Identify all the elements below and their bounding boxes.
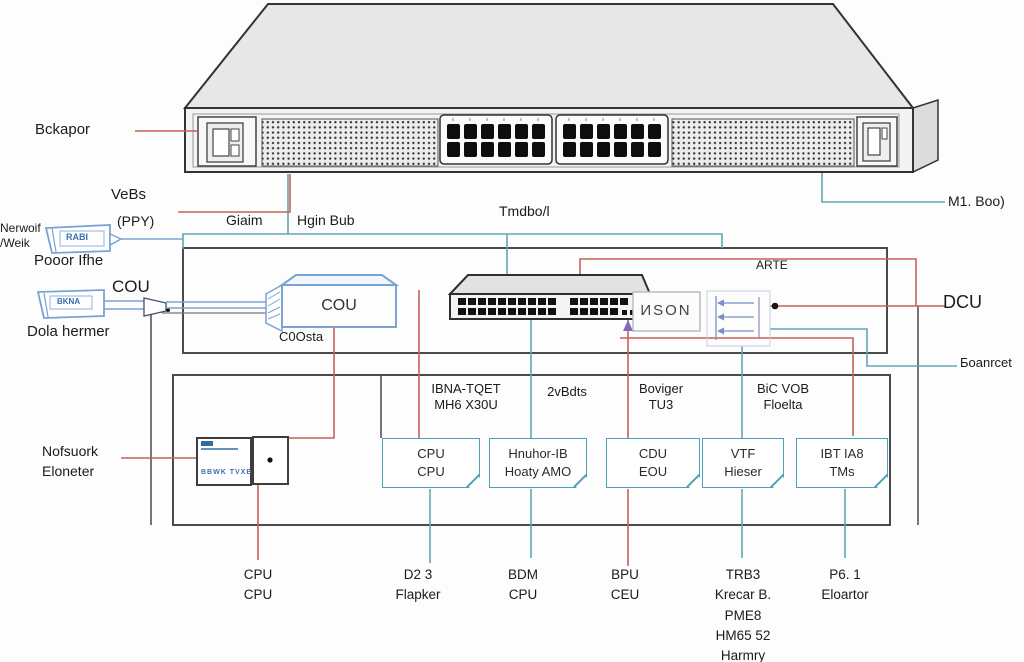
note-box-ibt: IBT IA8 TMs bbox=[796, 438, 889, 489]
note-box-cdu: CDU EOU bbox=[606, 438, 701, 489]
note-box-hnuhor: Hnuhor-IB Hoaty AMO bbox=[489, 438, 588, 489]
note-box-cdu-line2: EOU bbox=[638, 464, 668, 479]
junction-dot bbox=[771, 302, 779, 310]
column-header-4-line1: BiC VOB bbox=[756, 381, 810, 396]
port-side-label: Nerwoif /Weik bbox=[0, 221, 41, 251]
note-box-cpu-line2: CPU bbox=[417, 464, 445, 479]
bottom-label-4: BPU CEU bbox=[611, 565, 640, 606]
port-side-line1: Nerwoif bbox=[0, 221, 41, 235]
bkna-device bbox=[36, 289, 272, 319]
arte-label: ARTE bbox=[756, 258, 788, 272]
port-side-line2: /Weik bbox=[0, 236, 30, 250]
bottom-label-2: D2 3 Flapker bbox=[395, 565, 440, 606]
column-header-1: IBNA-TQET MH6 X30U bbox=[431, 381, 500, 414]
note-box-hnuhor-line2: Hoaty AMO bbox=[504, 464, 572, 479]
note-box-vtf: VTF Hieser bbox=[702, 438, 785, 489]
ppy-label: (PPY) bbox=[117, 213, 155, 229]
bottom-label-4-line2: CEU bbox=[610, 587, 640, 603]
gain-label: Giaim bbox=[226, 212, 263, 228]
wires-red bbox=[121, 130, 946, 566]
bottom-label-3: BDM CPU bbox=[508, 565, 538, 606]
vent-mesh-right bbox=[671, 118, 855, 167]
note-box-ibt-line2: TMs bbox=[829, 464, 855, 479]
bottom-label-6-line1: P6. 1 bbox=[829, 567, 861, 582]
bottom-label-2-line1: D2 3 bbox=[403, 567, 433, 582]
chassis-left-label: Bckapor bbox=[35, 121, 91, 138]
cou-box-label: COU bbox=[321, 297, 357, 314]
column-header-3-line1: Boviger bbox=[638, 381, 684, 396]
bkna-device-label: Dola hermer bbox=[27, 323, 110, 340]
coosta-label: C0Osta bbox=[279, 329, 324, 344]
column-header-1-line2: MH6 X30U bbox=[434, 397, 498, 413]
note-box-vtf-line2: Hieser bbox=[724, 464, 762, 479]
bottom-label-1: CPU CPU bbox=[244, 565, 273, 606]
rabi-device-text: RABI bbox=[66, 232, 88, 242]
port-bank-1 bbox=[439, 114, 553, 165]
note-box-vtf-line1: VTF bbox=[730, 446, 756, 462]
network-meter-label-line2: Eloneter bbox=[42, 463, 95, 480]
column-header-4: BiC VOB Floelta bbox=[757, 381, 809, 414]
dcu-label: DCU bbox=[943, 292, 982, 312]
cou-left-label: COU bbox=[112, 277, 150, 296]
chassis-right-label: M1. Boo) bbox=[948, 193, 1005, 209]
arrow-module bbox=[706, 290, 771, 347]
network-meter-device bbox=[196, 436, 289, 486]
vebs-label: VeBs bbox=[111, 186, 147, 203]
ngon-box bbox=[632, 291, 701, 332]
timdbol-label: Tmdbo/l bbox=[499, 203, 550, 219]
chassis-right-bracket bbox=[856, 116, 898, 167]
purple-up-arrow bbox=[623, 320, 633, 331]
column-header-1-line1: IBNA-TQET bbox=[431, 381, 501, 396]
bottom-label-1-line2: CPU bbox=[243, 587, 273, 603]
bottom-label-1-line1: CPU bbox=[243, 567, 273, 582]
bottom-label-5-line2: Krecar B. bbox=[714, 587, 772, 603]
rabi-device-label: Pooor Ifhe bbox=[34, 252, 104, 269]
column-header-2: 2vBdts bbox=[547, 384, 587, 399]
note-box-ibt-line1: IBT IA8 bbox=[820, 446, 864, 462]
vent-mesh-left bbox=[261, 118, 439, 167]
network-meter-label-line1: Nofsuork bbox=[42, 443, 99, 459]
column-header-3: Boviger TU3 bbox=[639, 381, 683, 414]
note-box-cpu-line1: CPU bbox=[417, 446, 445, 462]
note-box-cpu: CPU CPU bbox=[382, 438, 481, 489]
bottom-label-5-line4: HM65 52 bbox=[715, 627, 771, 643]
bottom-label-5-line1: TRB3 bbox=[725, 567, 761, 582]
bottom-label-3-line1: BDM bbox=[508, 567, 538, 582]
bottom-label-6-line2: Eloartor bbox=[821, 587, 869, 603]
note-box-hnuhor-line1: Hnuhor-IB bbox=[508, 446, 568, 462]
ngon-label: ИSON bbox=[640, 302, 692, 319]
bkna-device-text: BKNA bbox=[57, 297, 81, 306]
note-box-cdu-line1: CDU bbox=[638, 446, 668, 462]
network-meter-label: Nofsuork Eloneter bbox=[42, 441, 98, 482]
mid-container-box bbox=[182, 247, 888, 354]
network-meter-text: BBWK TVXB bbox=[201, 469, 253, 476]
wires-teal bbox=[182, 173, 957, 563]
chassis-left-bracket bbox=[197, 116, 257, 167]
hub-label: Hgin Bub bbox=[297, 212, 355, 228]
rack-chassis bbox=[182, 3, 939, 174]
column-header-4-line2: Floelta bbox=[763, 397, 803, 413]
bottom-label-2-line2: Flapker bbox=[395, 587, 441, 603]
cou-box bbox=[265, 274, 400, 333]
ethernet-switch bbox=[447, 274, 652, 320]
bottom-label-4-line1: BPU bbox=[611, 567, 639, 582]
wires-dark bbox=[150, 306, 919, 525]
bottom-label-3-line2: CPU bbox=[508, 587, 538, 603]
bottom-label-5: TRB3 Krecar B. PME8 HM65 52 Harmry bbox=[715, 565, 771, 662]
bottom-label-5-line5: Harmry bbox=[720, 648, 766, 662]
port-bank-2 bbox=[555, 114, 669, 165]
rabi-device bbox=[44, 224, 183, 254]
bottom-label-6: P6. 1 Eloartor bbox=[821, 565, 868, 606]
boanrcet-label: Бoanrcet bbox=[960, 355, 1012, 370]
column-header-3-line2: TU3 bbox=[648, 397, 674, 413]
bottom-label-5-line3: PME8 bbox=[724, 607, 762, 623]
